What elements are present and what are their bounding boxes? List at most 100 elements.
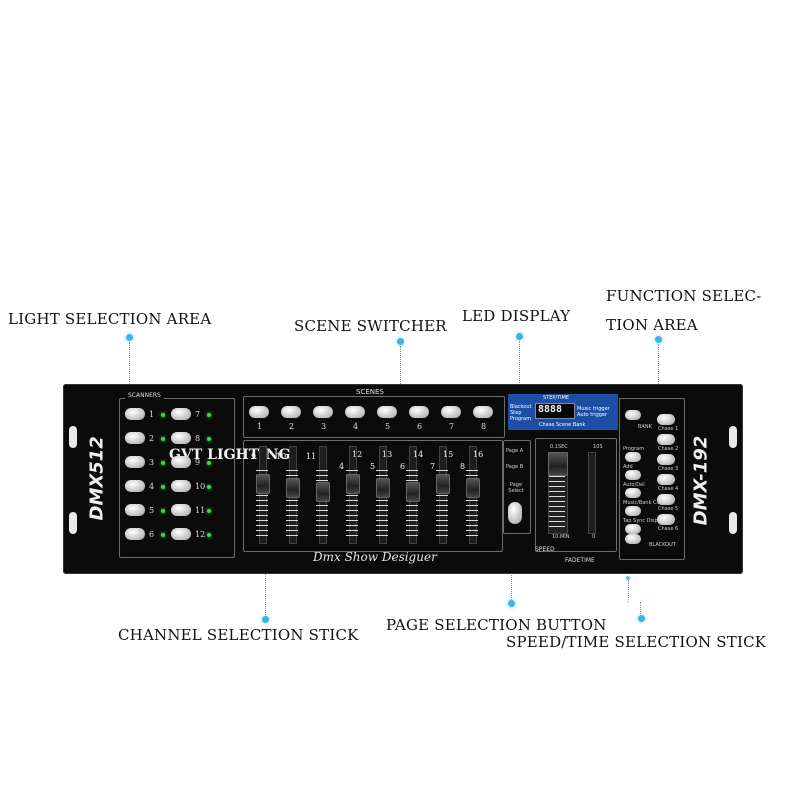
- function-label: Auto/Del: [623, 482, 645, 488]
- fader-number: 15: [443, 450, 454, 459]
- scanner-button[interactable]: [171, 408, 191, 420]
- function-button[interactable]: [625, 506, 641, 516]
- channel-fader-knob[interactable]: [346, 474, 360, 494]
- fader-number: 14: [413, 450, 424, 459]
- fader-scale: [406, 470, 418, 536]
- fader-number: 9: [251, 452, 257, 461]
- callout-led-display: LED DISPLAY: [462, 307, 571, 325]
- chase-button[interactable]: [657, 414, 675, 425]
- scene-button[interactable]: [441, 406, 461, 418]
- channel-fader-knob[interactable]: [436, 474, 450, 494]
- speed-label-bottom-right: 0: [592, 534, 596, 540]
- chase-label: Chase 5: [658, 506, 679, 512]
- scanner-led: [161, 533, 165, 537]
- leader-dot-speed-selection: [638, 615, 645, 622]
- scene-number: 8: [481, 422, 487, 431]
- function-button[interactable]: [625, 524, 641, 534]
- scene-number: 6: [417, 422, 423, 431]
- function-label: Add: [623, 464, 633, 470]
- scanner-led: [161, 509, 165, 513]
- scanner-led: [161, 437, 165, 441]
- rack-ear-hole-left-top: [69, 426, 77, 448]
- scanner-button[interactable]: [125, 480, 145, 492]
- channel-fader-knob[interactable]: [466, 478, 480, 498]
- function-button[interactable]: [625, 470, 641, 480]
- scanner-button[interactable]: [125, 528, 145, 540]
- scanner-led: [161, 413, 165, 417]
- fader-number: 13: [382, 450, 393, 459]
- callout-channel-selection-stick: CHANNEL SELECTION STICK: [118, 626, 359, 644]
- scene-button[interactable]: [281, 406, 301, 418]
- blackout-label: BLACKOUT: [649, 542, 676, 548]
- scene-button[interactable]: [249, 406, 269, 418]
- fader-number: 7: [430, 462, 436, 471]
- chase-button[interactable]: [657, 494, 675, 505]
- leader-dot-led-display: [516, 333, 523, 340]
- scanners-label: SCANNERS: [125, 392, 164, 399]
- chase-button[interactable]: [657, 434, 675, 445]
- fader-scale: [316, 470, 328, 536]
- speed-label-bottom-left: 10.MIN: [552, 534, 570, 540]
- channel-fader-knob[interactable]: [376, 478, 390, 498]
- leader-line-function-selection: [658, 344, 659, 402]
- display-label-step: Step: [510, 410, 522, 416]
- scanner-button[interactable]: [125, 456, 145, 468]
- speed-fader-scale: [549, 476, 565, 530]
- channel-fader-knob[interactable]: [286, 478, 300, 498]
- chase-button[interactable]: [657, 474, 675, 485]
- dmx-controller: DMX512 DMX-192 SCANNERS SCENES GVT LIGHT…: [63, 384, 743, 574]
- scanner-number: 10: [195, 482, 206, 491]
- scanner-button[interactable]: [171, 432, 191, 444]
- scanner-button[interactable]: [125, 432, 145, 444]
- scene-button[interactable]: [473, 406, 493, 418]
- rack-ear-hole-right-bottom: [729, 512, 737, 534]
- scanner-led: [207, 437, 211, 441]
- scanner-number: 9: [195, 458, 201, 467]
- led-readout: [535, 403, 575, 419]
- leader-dot-light-selection: [126, 334, 133, 341]
- channel-fader-knob[interactable]: [256, 474, 270, 494]
- scanner-number: 2: [149, 434, 155, 443]
- model-label-right: DMX-192: [690, 435, 712, 526]
- scene-button[interactable]: [345, 406, 365, 418]
- scene-button[interactable]: [377, 406, 397, 418]
- scenes-label: SCENES: [352, 388, 388, 396]
- leader-line-channel-selection: [265, 549, 266, 617]
- callout-function-selection-line2: TION AREA: [606, 316, 698, 334]
- page-select-label: Page Select: [508, 482, 524, 494]
- fader-number: 12: [352, 450, 363, 459]
- scanner-number: 4: [149, 482, 155, 491]
- scanner-button[interactable]: [171, 480, 191, 492]
- bank-label: BANK: [638, 424, 652, 430]
- scanner-number: 7: [195, 410, 201, 419]
- leader-dot-page-selection: [508, 600, 515, 607]
- scene-button[interactable]: [313, 406, 333, 418]
- bank-up-button[interactable]: [625, 410, 641, 420]
- leader-line-light-selection: [129, 342, 130, 398]
- channel-fader-knob[interactable]: [406, 482, 420, 502]
- scanner-number: 8: [195, 434, 201, 443]
- scene-number: 3: [321, 422, 327, 431]
- model-label-left: DMX512: [86, 436, 108, 521]
- speed-fader-knob[interactable]: [548, 452, 568, 476]
- speed-label: SPEED: [535, 546, 555, 553]
- scanner-number: 12: [195, 530, 206, 539]
- scene-button[interactable]: [409, 406, 429, 418]
- scanner-number: 1: [149, 410, 155, 419]
- scene-number: 2: [289, 422, 295, 431]
- leader-start-speed-selection: [626, 576, 630, 580]
- function-button[interactable]: [625, 488, 641, 498]
- blackout-button[interactable]: [625, 534, 641, 544]
- scanner-button[interactable]: [171, 504, 191, 516]
- function-button[interactable]: [625, 452, 641, 462]
- page-select-button[interactable]: [508, 502, 522, 524]
- scanner-button[interactable]: [171, 528, 191, 540]
- channel-fader-knob[interactable]: [316, 482, 330, 502]
- function-panel: [619, 398, 685, 560]
- chase-button[interactable]: [657, 514, 675, 525]
- scanner-button[interactable]: [125, 504, 145, 516]
- fadetime-fader-track: [588, 452, 596, 534]
- scanner-button[interactable]: [171, 456, 191, 468]
- scanner-button[interactable]: [125, 408, 145, 420]
- chase-button[interactable]: [657, 454, 675, 465]
